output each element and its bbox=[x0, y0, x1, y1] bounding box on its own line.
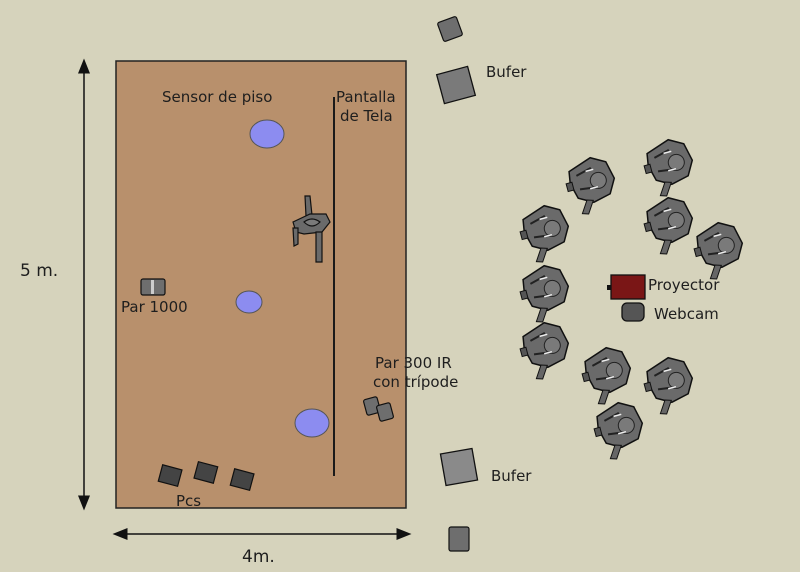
audience-member bbox=[638, 134, 701, 201]
par1000-light bbox=[140, 278, 166, 296]
floor-sensor bbox=[235, 290, 263, 314]
floor-sensor-label: Sensor de piso bbox=[162, 88, 272, 106]
pcs-label: Pcs bbox=[176, 492, 201, 510]
floor-sensor bbox=[249, 119, 285, 149]
floor-sensor bbox=[294, 408, 330, 438]
projector bbox=[610, 274, 646, 300]
audience-member bbox=[688, 217, 751, 284]
bufer-speaker-bottom bbox=[439, 447, 479, 487]
height-dimension-label: 5 m. bbox=[20, 261, 58, 281]
side-light-bottom bbox=[448, 526, 470, 552]
side-light-top bbox=[437, 16, 463, 42]
bufer-speaker-top bbox=[435, 65, 477, 105]
audience-member bbox=[514, 200, 577, 267]
par300-label-line1: Par 300 IR bbox=[375, 354, 452, 372]
par300-ir-light bbox=[363, 396, 394, 422]
projector-label: Proyector bbox=[648, 276, 720, 294]
audience-member bbox=[638, 192, 701, 259]
projector-lens bbox=[607, 285, 611, 290]
webcam-label: Webcam bbox=[654, 305, 719, 323]
bufer-bottom-label: Bufer bbox=[491, 467, 532, 485]
bufer-top-label: Bufer bbox=[486, 63, 527, 81]
width-dimension-label: 4m. bbox=[242, 547, 275, 567]
screen-label-line1: Pantalla bbox=[336, 88, 396, 106]
pc-laptops bbox=[157, 460, 255, 492]
audience-member bbox=[588, 397, 651, 464]
audience-member bbox=[514, 317, 577, 384]
audience-member bbox=[560, 152, 623, 219]
audience-member bbox=[514, 260, 577, 327]
audience-member bbox=[576, 342, 639, 409]
performer-figure bbox=[292, 195, 331, 263]
audience-member bbox=[638, 352, 701, 419]
webcam bbox=[621, 302, 645, 322]
par300-label-line2: con trípode bbox=[373, 373, 458, 391]
screen-label-line2: de Tela bbox=[340, 107, 393, 125]
par1000-label: Par 1000 bbox=[121, 298, 188, 316]
